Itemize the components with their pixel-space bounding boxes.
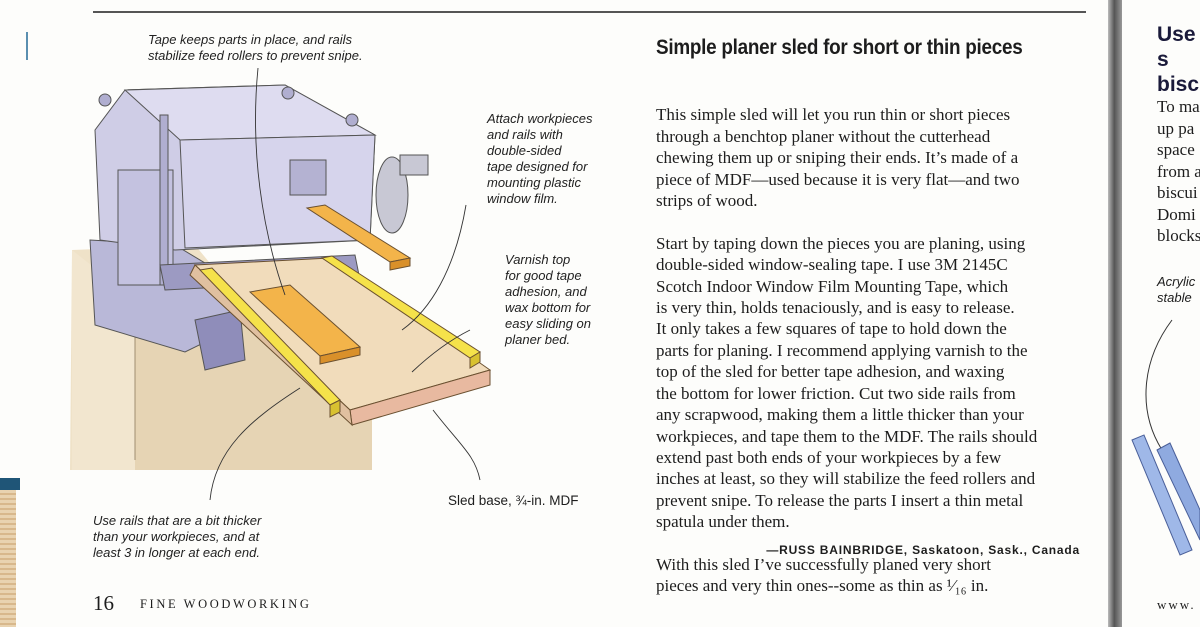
paragraph: Start by taping down the pieces you are … xyxy=(656,233,1038,532)
next-page-caption: Acrylic stable xyxy=(1157,274,1196,305)
caption-varnish: Varnish top for good tape adhesion, and … xyxy=(505,252,591,347)
leader-lines xyxy=(209,67,481,501)
caption-attach: Attach workpieces and rails with double-… xyxy=(487,111,593,206)
next-page-title: Use s biscu xyxy=(1157,23,1200,96)
next-page-url: www. xyxy=(1157,597,1196,612)
sled xyxy=(189,204,492,427)
left-edge-woodgrain xyxy=(0,490,16,627)
next-page: Use s biscu To ma up pa space from a bis… xyxy=(1122,0,1200,627)
planer-sled-illustration xyxy=(70,67,492,501)
magazine-name: FINE WOODWORKING xyxy=(140,597,312,611)
caption-tape: Tape keeps parts in place, and rails sta… xyxy=(148,32,363,63)
page-number: 16 xyxy=(93,591,114,615)
article-body: This simple sled will let you run thin o… xyxy=(656,83,1096,618)
header-rule xyxy=(93,11,1086,13)
page-gutter xyxy=(1108,0,1122,627)
left-edge-blue-mark xyxy=(26,32,28,60)
paragraph: With this sled I’ve successfully planed … xyxy=(656,554,991,596)
next-page-illustration xyxy=(1131,319,1200,556)
paragraph: This simple sled will let you run thin o… xyxy=(656,105,1020,211)
caption-rails: Use rails that are a bit thicker than yo… xyxy=(93,513,262,560)
left-edge-tab xyxy=(0,478,20,490)
article-attribution: —RUSS BAINBRIDGE, Saskatoon, Sask., Cana… xyxy=(766,543,1080,557)
next-page-body: To ma up pa space from a biscui Domi blo… xyxy=(1157,97,1200,245)
article-title: Simple planer sled for short or thin pie… xyxy=(656,36,1023,59)
caption-base: Sled base, ¾-in. MDF xyxy=(448,493,579,508)
